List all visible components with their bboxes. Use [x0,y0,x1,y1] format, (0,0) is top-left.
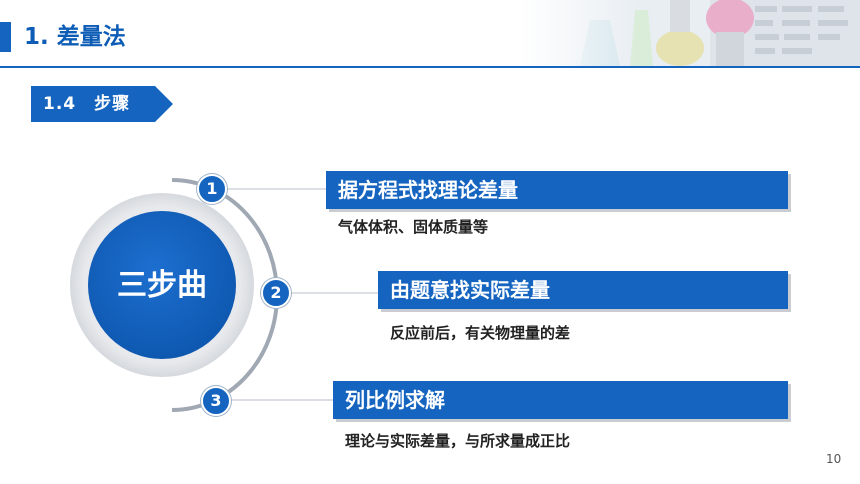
header-accent-bar [0,22,11,52]
step-3-title: 列比例求解 [333,381,788,419]
three-step-diagram: 三步曲 1 据方程式找理论差量 气体体积、固体质量等 2 由题意找实际差量 反应… [0,160,860,460]
slide-title: 1. 差量法 [24,24,126,50]
step-2-title: 由题意找实际差量 [378,271,788,309]
step-2-badge: 2 [261,278,291,308]
core-circle [88,211,236,359]
lab-glassware-photo [520,0,860,66]
slide-header: 1. 差量法 [0,0,860,68]
step-3-desc: 理论与实际差量，与所求量成正比 [345,432,571,450]
step-2-desc: 反应前后，有关物理量的差 [390,324,571,342]
step-3-badge: 3 [201,386,231,416]
step-1-title: 据方程式找理论差量 [326,171,788,209]
step-1-badge: 1 [197,174,227,204]
step-1-desc: 气体体积、固体质量等 [338,218,489,236]
page-number: 10 [826,452,842,466]
section-tag: 1.4 步骤 [31,86,173,122]
center-label: 三步曲 [117,268,207,303]
section-tag-shape [31,86,173,122]
section-label: 1.4 步骤 [43,94,131,114]
header-divider [0,66,860,68]
